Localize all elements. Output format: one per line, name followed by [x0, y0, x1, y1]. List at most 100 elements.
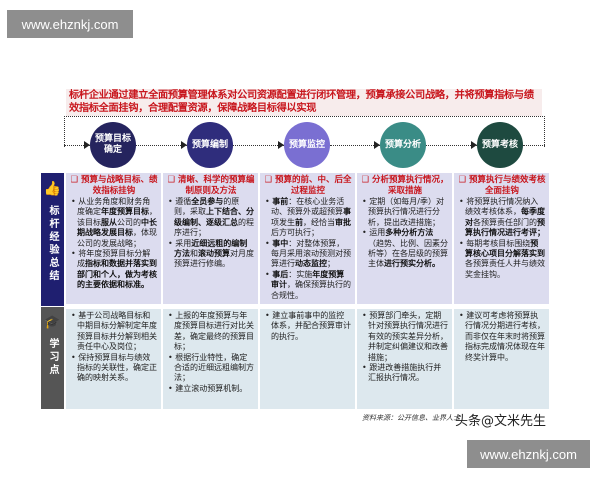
bullet: 上报的年度预算与年度预算目标进行对比关差，确定最终的预算目标； — [167, 311, 255, 353]
bullet: 基于公司战略目标和中期目标分解制定年度预算目标并分解到相关责任中心及岗位； — [70, 311, 158, 353]
highlight-text: 动态监控 — [295, 259, 327, 269]
bullet: 保持预算目标与绩效指标的关联性，确定正确的映射关系。 — [70, 353, 158, 384]
bullet-text: 和 — [190, 249, 198, 259]
bullet: 跟进改善措施执行并汇报执行情况。 — [361, 363, 449, 384]
bullet-text: 各预算责任人并与绩效奖金挂钩。 — [465, 259, 545, 279]
sidebar-experience: 👍 标杆经验总结 — [41, 173, 64, 306]
arrow-icon — [181, 141, 187, 149]
flow-line-start — [64, 145, 90, 146]
bullet-text: （趋势、比例、因素分析等）在各层级的预算主体 — [368, 238, 448, 269]
arrow-icon — [278, 141, 284, 149]
bullet-text: 建立滚动预算机制。 — [175, 383, 248, 393]
bullet-text: 各预算责任部门的 — [473, 217, 537, 227]
highlight-text: 上下结合、分级编制、逐级汇总 — [174, 207, 254, 227]
bullet-text: 公司的 — [117, 217, 141, 227]
bullet-text: 建议可考虑将预算执行情况分期进行考核，而非仅在年末时将预算指标完成情况体现在年终… — [465, 311, 545, 362]
bullet: 采用近细远粗的编制方法和滚动预算对月度预算进行修编。 — [167, 239, 255, 270]
sidebar-learning: 🎓 学习点 — [41, 307, 64, 409]
flow-line — [233, 145, 284, 146]
bullet: 将年度预算目标分解成指标和数据并落实到部门和个人，做为考核的主要依据和标准。 — [70, 249, 158, 291]
highlight-text: 事中 — [272, 238, 289, 248]
bullet: 建议可考虑将预算执行情况分期进行考核，而非仅在年末时将预算指标完成情况体现在年终… — [458, 311, 546, 363]
step-3: 预算监控 — [284, 122, 330, 168]
highlight-text: 指标和数据并落实到部门和个人，做为考核的主要依据和标准。 — [77, 259, 157, 290]
highlight-text: 进行预实分析。 — [384, 259, 440, 269]
learning-cell: 预算部门牵头，定期针对预算执行情况进行有效的预实差异分析，并制定纠偏建议和改善措… — [357, 309, 452, 409]
learning-cell: 建议可考虑将预算执行情况分期进行考核，而非仅在年末时将预算指标完成情况体现在年终… — [454, 309, 549, 409]
bullet-text: 保持预算目标与绩效指标的关联性，确定正确的映射关系。 — [77, 352, 157, 383]
bullet-text: ，该目标 — [77, 207, 157, 227]
bullet-text: ，体现公司的发展战略； — [77, 228, 157, 248]
bullet: 根据行业特性，确定合适的近细远粗编制方法； — [167, 353, 255, 384]
arrow-icon — [471, 141, 477, 149]
sidebar-experience-label: 标杆经验总结 — [47, 205, 58, 283]
highlight-text: 事前 — [272, 197, 289, 206]
bullet-text: 跟进改善措施执行并汇报执行情况。 — [368, 363, 442, 383]
learning-cell: 上报的年度预算与年度预算目标进行对比关差，确定最终的预算目标；根据行业特性，确定… — [163, 309, 258, 409]
summary-banner: 标杆企业通过建立全面预算管理体系对公司资源配置进行闭环管理，预算承接公司战略，并… — [66, 89, 542, 116]
bullet-text: ：在核心业务活动、预算外或超预算 — [271, 197, 345, 217]
bullet: 事前：在核心业务活动、预算外或超预算事项发生前，经恰当审批后方可执行； — [264, 197, 352, 239]
flow-line — [330, 145, 380, 146]
bullet: 建立滚动预算机制。 — [167, 384, 255, 394]
bullet-text: 定期（如每月/季）对预算执行情况进行分析，提出改进措施； — [368, 197, 444, 227]
bullet-text: 的原则，采取 — [174, 197, 240, 217]
arrow-icon — [84, 141, 90, 149]
experience-cell: ❑ 预算与战略目标、绩效指标挂钩从业务角度和财务角度确定年度预算目标，该目标服从… — [66, 173, 161, 304]
watermark-top: www.ehznkj.com — [7, 10, 133, 38]
experience-heading: ❑ 预算的前、中、后全过程监控 — [264, 175, 352, 196]
bullet: 事后：实施年度预算审计，确保预算执行的合规性。 — [264, 270, 352, 301]
bullet-text: 采用 — [175, 238, 192, 248]
bullet: 从业务角度和财务角度确定年度预算目标，该目标服从公司的中长期战略发展目标，体现公… — [70, 197, 158, 249]
highlight-text: 滚动预算 — [198, 249, 230, 259]
step-4: 预算分析 — [380, 122, 426, 168]
bullet-text: 基于公司战略目标和中期目标分解制定年度预算目标并分解到相关责任中心及岗位； — [77, 311, 157, 352]
step-2: 预算编制 — [187, 122, 233, 168]
bullet-text: 遵循 — [175, 197, 192, 206]
bullet-text: 后方可执行； — [271, 228, 319, 238]
bullet-text: 建立事前事中的监控体系，并配合预算审计的执行。 — [271, 311, 351, 341]
highlight-text: 全员参与 — [191, 197, 224, 206]
watermark-bottom: www.ehznkj.com — [467, 440, 590, 468]
experience-cell: ❑ 预算执行与绩效考核全面挂钩将预算执行情况纳入绩效考核体系，每季度对各预算责任… — [454, 173, 549, 304]
experience-heading: ❑ 清晰、科学的预算编制原则及方法 — [167, 175, 255, 196]
source-note: 资料来源：公开信息、业界人士 — [362, 414, 460, 422]
thumbs-up-icon: 👍 — [43, 181, 62, 197]
bullet-text: 将预算执行情况纳入绩效考核体系， — [465, 197, 539, 217]
bullet-text: ，经恰当 — [303, 217, 335, 227]
experience-cell: ❑ 分析预算执行情况，采取措施定期（如每月/季）对预算执行情况进行分析，提出改进… — [357, 173, 452, 304]
step-1: 预算目标确定 — [90, 122, 136, 168]
sidebar-learning-label: 学习点 — [47, 338, 58, 377]
arrow-icon — [374, 141, 380, 149]
experience-cell: ❑ 预算的前、中、后全过程监控事前：在核心业务活动、预算外或超预算事项发生前，经… — [260, 173, 355, 304]
highlight-text: 事 — [343, 207, 351, 217]
bullet: 建立事前事中的监控体系，并配合预算审计的执行。 — [264, 311, 352, 342]
experience-cell: ❑ 清晰、科学的预算编制原则及方法遵循全员参与的原则，采取上下结合、分级编制、逐… — [163, 173, 258, 304]
bullet: 运用多种分析方法（趋势、比例、因素分析等）在各层级的预算主体进行预实分析。 — [361, 228, 449, 270]
highlight-text: 近细远粗的编制方法 — [174, 238, 248, 259]
experience-heading: ❑ 预算与战略目标、绩效指标挂钩 — [70, 175, 158, 196]
bullet: 事中：对整体预算，每月采用滚动预测对预算进行动态监控； — [264, 239, 352, 270]
bullet-text: ：对整体预算，每月采用滚动预测对预算进行 — [271, 238, 351, 269]
bullet: 将预算执行情况纳入绩效考核体系，每季度对各预算责任部门的预算执行情况进行考评； — [458, 197, 546, 239]
bullet-text: ，确保预算执行的合规性。 — [271, 280, 351, 300]
flow-line — [426, 145, 477, 146]
experience-heading: ❑ 分析预算执行情况，采取措施 — [361, 175, 449, 196]
learning-cell: 基于公司战略目标和中期目标分解制定年度预算目标并分解到相关责任中心及岗位；保持预… — [66, 309, 161, 409]
step-5: 预算考核 — [477, 122, 523, 168]
bullet-text: ； — [327, 259, 335, 269]
highlight-text: 事后 — [272, 269, 289, 279]
bullet-text: 每期考核目标围绕 — [466, 238, 531, 248]
bullet: 预算部门牵头，定期针对预算执行情况进行有效的预实差异分析，并制定纠偏建议和改善措… — [361, 311, 449, 363]
author-credit: 头条@文米先生 — [455, 414, 547, 429]
bullet-text: 将年度预算目标分解成 — [77, 249, 151, 269]
bullet-text: 项发生 — [271, 217, 295, 227]
bullet: 每期考核目标围绕预算核心项目分解落实到各预算责任人并与绩效奖金挂钩。 — [458, 239, 546, 281]
learning-cell: 建立事前事中的监控体系，并配合预算审计的执行。 — [260, 309, 355, 409]
highlight-text: 年度预算目标 — [101, 207, 149, 217]
highlight-text: 预算核心项目分解落实到 — [465, 238, 545, 259]
highlight-text: 每季度对 — [465, 207, 545, 227]
flow-line — [136, 145, 187, 146]
bullet: 定期（如每月/季）对预算执行情况进行分析，提出改进措施； — [361, 197, 449, 228]
bullet: 遵循全员参与的原则，采取上下结合、分级编制、逐级汇总的程序进行； — [167, 197, 255, 239]
